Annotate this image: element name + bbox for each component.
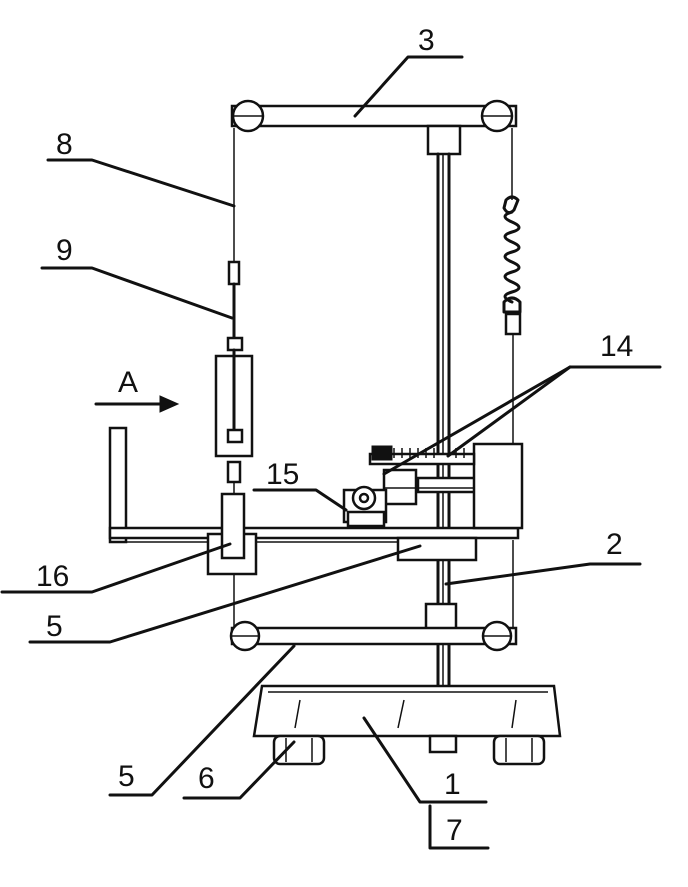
label-6: 6 [198, 762, 215, 795]
label-1: 1 [444, 768, 461, 801]
label-14: 14 [600, 330, 633, 363]
gear-teeth [371, 445, 465, 461]
right-wheel [492, 734, 546, 766]
label-2: 2 [606, 528, 623, 561]
right-spring-cable [502, 128, 522, 634]
top-crossbar [230, 99, 518, 156]
label-15: 15 [266, 458, 299, 491]
label-5-lower: 5 [118, 760, 135, 793]
label-7: 7 [446, 814, 463, 847]
label-9: 9 [56, 234, 73, 267]
label-5-upper: 5 [46, 610, 63, 643]
motor-gear-unit [368, 442, 524, 530]
leader-lines [0, 55, 662, 850]
left-cable [214, 128, 254, 634]
label-3: 3 [418, 24, 435, 57]
left-wheel [272, 734, 326, 766]
base [252, 684, 562, 754]
vertical-shaft [436, 152, 451, 747]
label-8: 8 [56, 128, 73, 161]
lower-crossbar [229, 602, 518, 652]
drive-unit [342, 485, 388, 528]
horizontal-arm [108, 426, 520, 576]
label-16: 16 [36, 560, 69, 593]
label-arrow-a: A [118, 366, 138, 399]
direction-arrow-a [94, 395, 180, 413]
